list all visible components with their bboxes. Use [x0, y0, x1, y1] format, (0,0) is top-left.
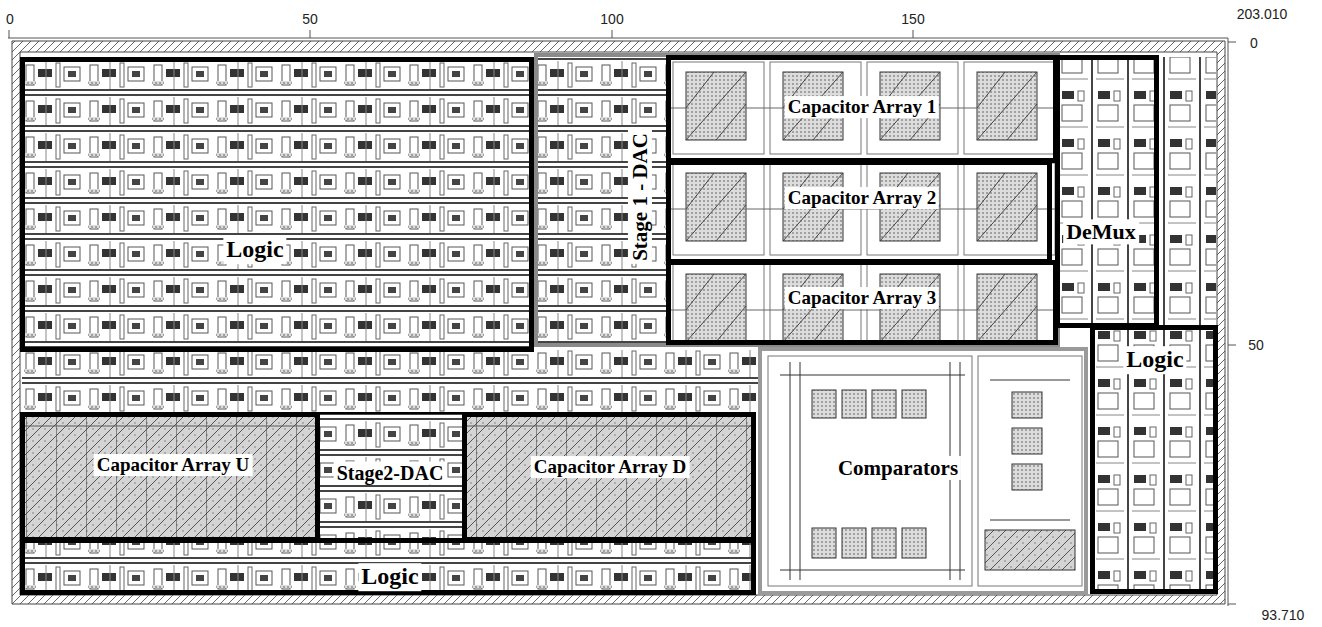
capacitor-array: Capacitor Array 1 — [666, 55, 1058, 163]
block-label: Stage 1 - DAC — [628, 130, 652, 264]
logic-block: Logic — [1090, 325, 1218, 594]
block-label: Stage2-DAC — [334, 462, 447, 485]
logic-cells — [22, 56, 1216, 595]
block-label: Comparators — [835, 456, 961, 480]
block-label: Capacitor Array 3 — [785, 287, 939, 309]
capacitor-array: Capacitor Array D — [462, 412, 756, 542]
comparator-block: Comparators — [758, 347, 1088, 595]
logic-block: Logic — [20, 538, 756, 595]
axis-value: 100 — [600, 12, 623, 27]
block-label: Capacitor Array D — [531, 456, 690, 478]
capacitor-cells — [24, 57, 1056, 540]
block-label: Capacitor Array U — [94, 454, 253, 476]
axis-value: 0 — [6, 12, 14, 27]
block-label: DeMux — [1063, 219, 1139, 244]
demux-block: DeMux — [1055, 55, 1159, 328]
axis-value: 93.710 — [1262, 608, 1305, 623]
axis-value: 50 — [1248, 338, 1264, 353]
ruler — [8, 30, 1236, 606]
dac-block: Capacitor Array 1 Capacitor Array 2 Capaci… — [534, 53, 1060, 347]
block-label: Capacitor Array 1 — [785, 96, 939, 118]
chip-frame — [12, 41, 1225, 604]
dac-block: Stage2-DAC — [316, 412, 466, 542]
block-label: Logic — [1123, 346, 1186, 374]
comparator-cells — [760, 349, 1088, 593]
axis-value: 150 — [901, 12, 924, 27]
axis-value: 50 — [302, 12, 318, 27]
capacitor-array: Capacitor Array 2 — [666, 160, 1052, 264]
block-label: Logic — [223, 236, 286, 264]
block-label: Capacitor Array 2 — [785, 187, 939, 209]
logic-block: Logic — [20, 57, 534, 352]
axis-value: 0 — [1250, 36, 1258, 51]
axis-value: 203.010 — [1237, 7, 1288, 22]
block-label: Logic — [358, 563, 421, 591]
capacitor-array: Capacitor Array U — [20, 412, 320, 542]
capacitor-array: Capacitor Array 3 — [666, 260, 1058, 345]
